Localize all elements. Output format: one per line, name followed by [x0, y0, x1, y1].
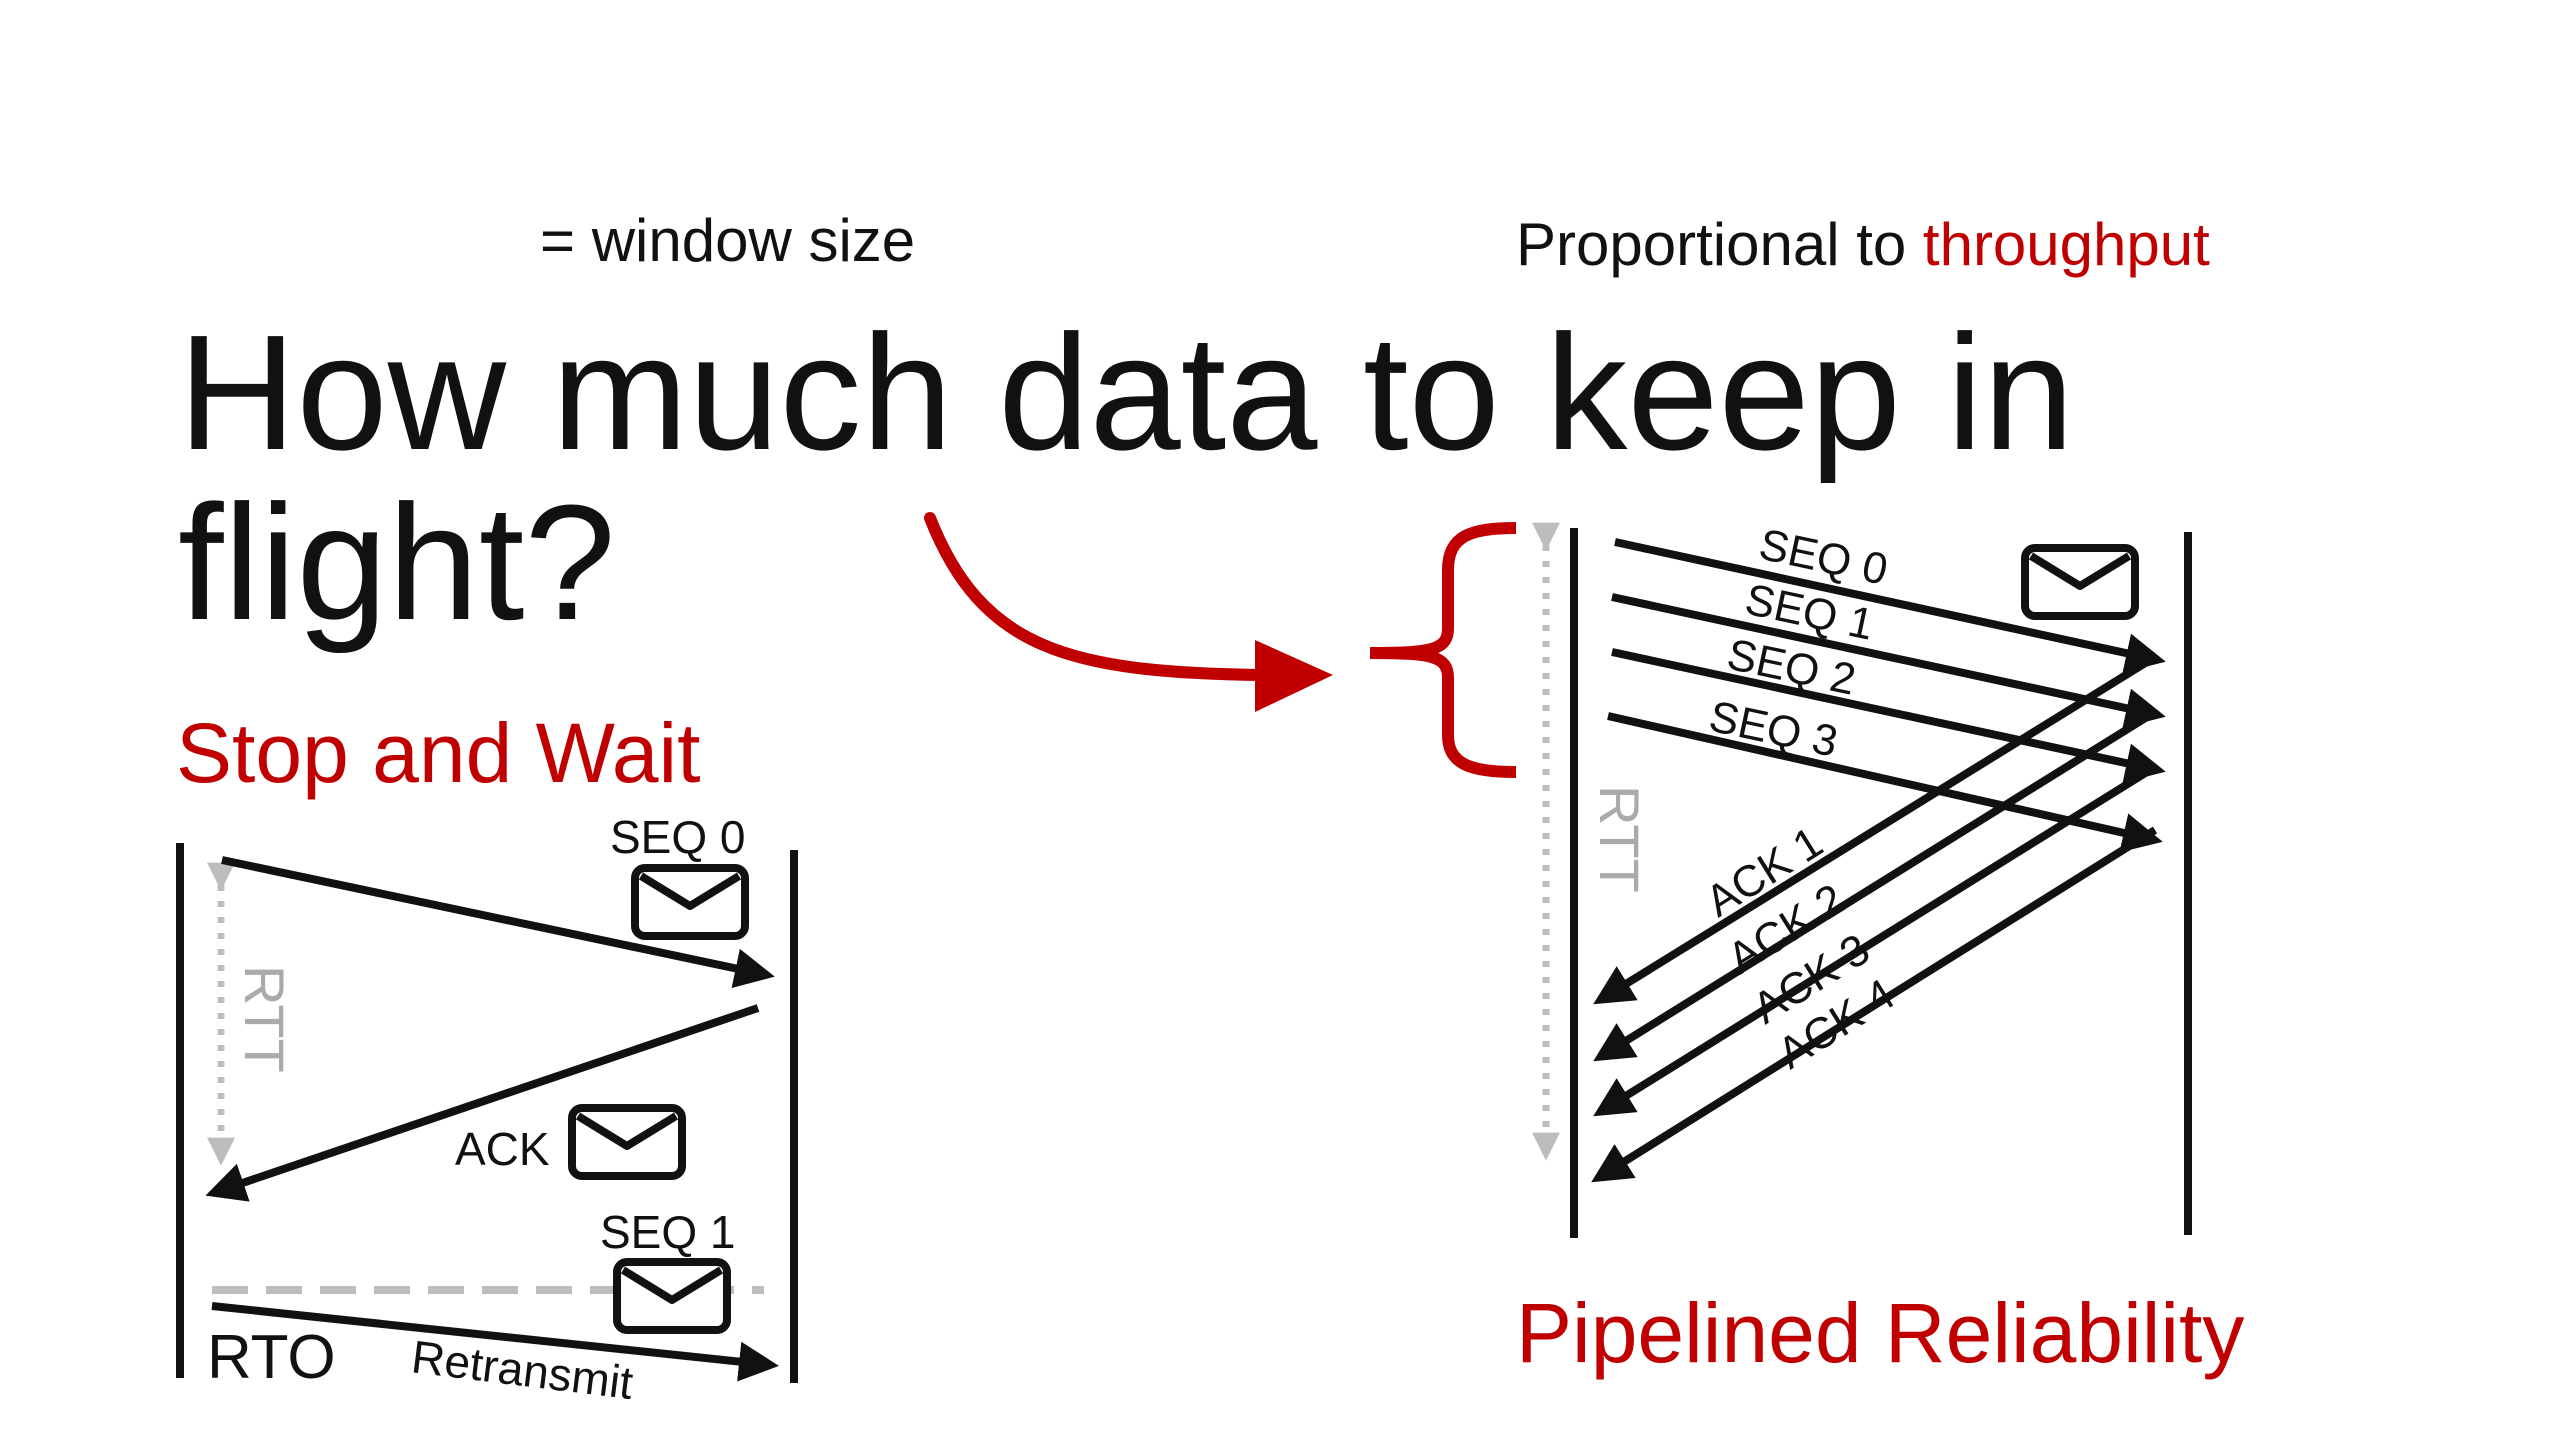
envelope-icon: [572, 1108, 682, 1176]
rtt-label: RTT: [233, 965, 296, 1073]
envelope-icon: [2025, 548, 2135, 616]
throughput-annotation: Proportional to throughput: [1516, 210, 2210, 279]
envelope-icon: [617, 1262, 727, 1330]
window-size-annotation: = window size: [540, 207, 916, 274]
stop-and-wait-label: Stop and Wait: [176, 706, 701, 800]
curved-arrow-icon: [924, 512, 1266, 681]
ack-arrow-3: [1593, 763, 2158, 1117]
slide-title-line2: flight?: [178, 471, 616, 654]
seq1-label: SEQ 1: [600, 1206, 736, 1258]
curly-brace-icon: [1369, 522, 1517, 778]
curved-arrow-head: [1255, 640, 1333, 712]
slide-title: How much data to keep in flight?: [178, 308, 2074, 648]
retransmit-arrow: [211, 1302, 779, 1382]
seq-arrow-2: [1611, 648, 2166, 783]
seq0-label: SEQ 0: [610, 811, 746, 863]
ack-arrow-4: [1591, 826, 2158, 1183]
rto-label: RTO: [207, 1323, 336, 1392]
ack-label: ACK: [455, 1123, 550, 1175]
seq-arrow-1: [1611, 593, 2166, 728]
ack-arrow-2: [1593, 708, 2158, 1062]
pipelined-reliability-label: Pipelined Reliability: [1516, 1286, 2245, 1380]
ack-packet-arrow: [205, 1004, 760, 1202]
ack-arrow-1: [1593, 653, 2158, 1005]
slide-title-line1: How much data to keep in: [178, 301, 2075, 484]
seq-arrow-0: [1614, 538, 2166, 673]
envelope-icon: [635, 868, 745, 936]
throughput-annotation-prefix: Proportional to: [1516, 211, 1923, 278]
pipelined-rtt-label: RTT: [1588, 785, 1651, 893]
seq0-packet-arrow: [221, 856, 775, 988]
throughput-highlight: throughput: [1922, 211, 2210, 278]
